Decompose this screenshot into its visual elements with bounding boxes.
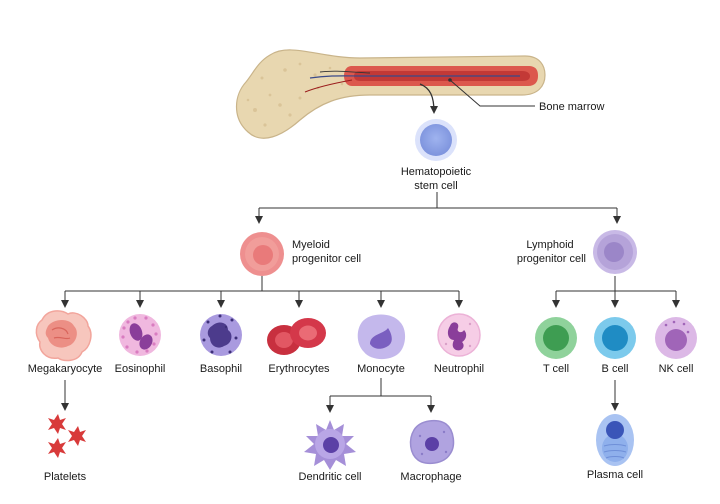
blood-vessel-2 (319, 70, 371, 74)
megakaryocyte-cell (35, 310, 92, 362)
macrophage-label: Macrophage (400, 471, 462, 483)
eosinophil-label: Eosinophil (114, 363, 166, 375)
platelet-cells (48, 414, 86, 458)
monocyte-label: Monocyte (357, 363, 405, 375)
marrow-to-hsc-arrow (419, 83, 438, 114)
lymphoid-label-line1: Lymphoid (526, 239, 574, 251)
macrophage-cell (409, 419, 455, 465)
erythrocyte-cells (267, 318, 326, 355)
hematopoietic-stem-cell (415, 119, 457, 161)
myeloid-label-line1: Myeloid (292, 239, 330, 251)
t-cell (535, 317, 577, 359)
lymphoid-progenitor-cell (593, 230, 637, 274)
hsc-label-line1: Hematopoietic (400, 166, 472, 178)
myeloid-progenitor-cell (240, 232, 284, 276)
bone-marrow-label: Bone marrow (539, 101, 604, 113)
blood-vessel-3 (304, 79, 353, 93)
bone-marrow-pointer (449, 79, 535, 107)
erythrocytes-label: Erythrocytes (268, 363, 330, 375)
bone-texture (246, 62, 344, 127)
bone-marrow-pointer-dot (448, 78, 452, 82)
bone-illustration (235, 49, 546, 139)
platelets-label: Platelets (43, 471, 87, 483)
connector-lines (61, 192, 680, 413)
b-cell (594, 317, 636, 359)
blood-vessel-1 (309, 75, 520, 79)
t-cell-label: T cell (542, 363, 570, 375)
neutrophil-cell (437, 313, 481, 357)
bone-shape (235, 49, 546, 139)
nk-cell-label: NK cell (658, 363, 694, 375)
nk-cell (655, 317, 697, 359)
dendritic-cell-label: Dendritic cell (298, 471, 362, 483)
lymphoid-label-line2: progenitor cell (516, 253, 586, 265)
plasma-cell (596, 414, 634, 466)
eosinophil-cell (119, 314, 161, 356)
myeloid-label-line2: progenitor cell (292, 253, 362, 265)
basophil-cell (200, 314, 242, 356)
monocyte-cell (357, 314, 406, 360)
hsc-label: Hematopoietic stem cell (401, 165, 471, 193)
hsc-label-line2: stem cell (414, 180, 458, 192)
b-cell-label: B cell (601, 363, 629, 375)
dendritic-cell (304, 420, 356, 470)
megakaryocyte-label: Megakaryocyte (27, 363, 103, 375)
myeloid-label: Myeloid progenitor cell (292, 238, 361, 266)
basophil-label: Basophil (199, 363, 243, 375)
neutrophil-label: Neutrophil (433, 363, 485, 375)
lymphoid-label: Lymphoid progenitor cell (514, 238, 586, 266)
plasma-cell-label: Plasma cell (586, 469, 644, 481)
